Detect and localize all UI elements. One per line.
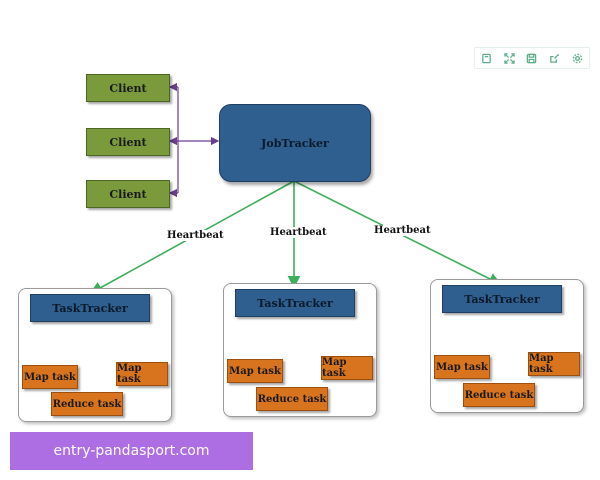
- client-box-3: Client: [86, 180, 170, 208]
- map-task-box: Map task: [22, 365, 78, 389]
- map-task-box: Map task: [434, 355, 490, 379]
- heartbeat-label-2: Heartbeat: [269, 227, 328, 238]
- expand-icon[interactable]: [501, 50, 517, 66]
- reduce-task-box: Reduce task: [256, 387, 328, 411]
- tasktracker-box: TaskTracker: [442, 285, 562, 313]
- heartbeat-label-1: Heartbeat: [166, 230, 225, 241]
- diagram-toolbar: [474, 47, 590, 69]
- gear-icon[interactable]: [570, 50, 586, 66]
- tasktracker-node-1: TaskTracker Map task Map task Reduce tas…: [18, 288, 172, 422]
- map-task-box: Map task: [321, 356, 373, 380]
- save-icon[interactable]: [524, 50, 540, 66]
- reduce-task-box: Reduce task: [463, 383, 535, 407]
- map-task-box: Map task: [528, 352, 580, 376]
- share-icon[interactable]: [547, 50, 563, 66]
- map-task-box: Map task: [116, 362, 168, 386]
- tasktracker-node-3: TaskTracker Map task Map task Reduce tas…: [430, 279, 584, 413]
- client-box-1: Client: [86, 74, 170, 102]
- tasktracker-box: TaskTracker: [30, 294, 150, 322]
- tasktracker-node-2: TaskTracker Map task Map task Reduce tas…: [223, 283, 377, 417]
- watermark-banner: entry-pandasport.com: [10, 432, 253, 470]
- heartbeat-label-3: Heartbeat: [373, 225, 432, 236]
- map-task-box: Map task: [227, 359, 283, 383]
- client-box-2: Client: [86, 128, 170, 156]
- tasktracker-box: TaskTracker: [235, 289, 355, 317]
- reduce-task-box: Reduce task: [51, 392, 123, 416]
- client-connector: [168, 82, 220, 198]
- jobtracker-box: JobTracker: [219, 104, 371, 182]
- book-icon[interactable]: [478, 50, 494, 66]
